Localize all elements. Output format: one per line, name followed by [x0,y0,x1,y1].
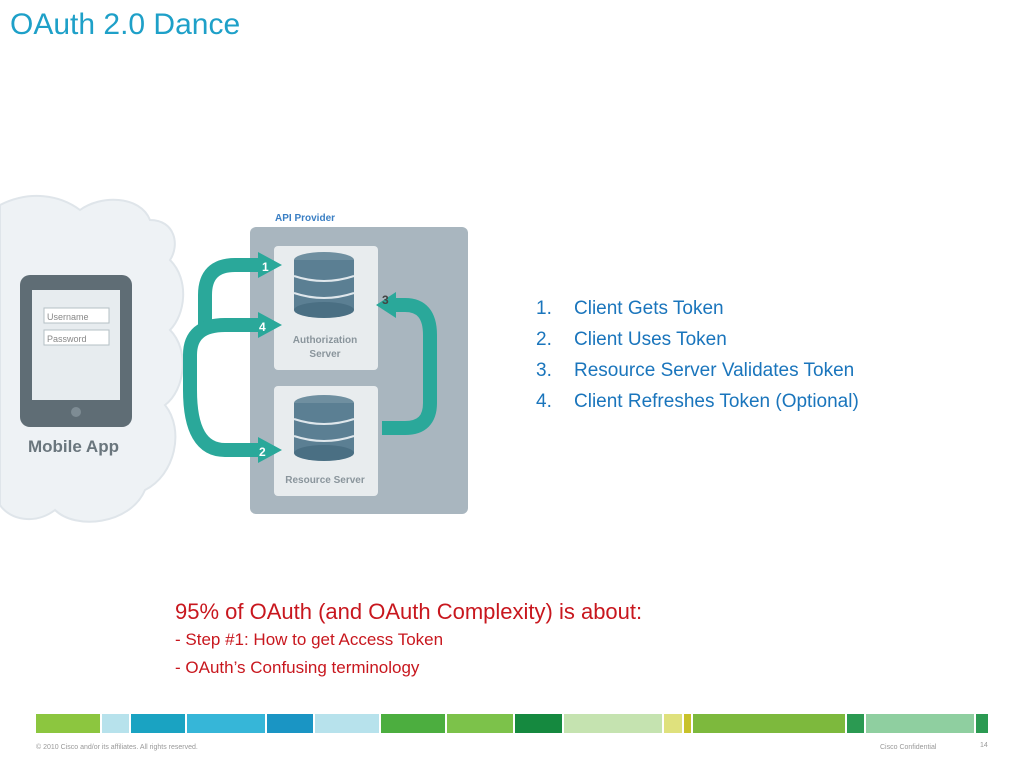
database-icon [293,252,355,318]
step-text: Client Refreshes Token (Optional) [574,391,859,412]
arrow-4 [183,312,282,390]
arrow-label-2: 2 [259,445,266,459]
oauth-diagram: API Provider Authorization Server Resour… [0,194,468,523]
arrow-2 [183,389,282,463]
step-text: Client Uses Token [574,329,727,350]
step-item: 1. Client Gets Token [536,293,859,324]
step-number: 1. [536,298,552,319]
arrow-label-1: 1 [262,260,269,274]
arrow-1 [198,252,282,325]
steps-list: 1.Client Gets Token 2.Client Uses Token … [536,293,859,417]
step-item: 4. Client Refreshes Token (Optional) [536,386,859,417]
confidential-label: Cisco Confidential [880,744,937,751]
password-field-label: Password [47,334,87,344]
authorization-server-label-1: Authorization [293,335,357,346]
database-icon [293,395,355,461]
page-number: 14 [980,742,988,749]
copyright-text: © 2010 Cisco and/or its affiliates. All … [36,744,198,751]
note-line-1: - Step #1: How to get Access Token [175,630,444,649]
mobile-app-label: Mobile App [28,437,119,456]
oauth-complexity-note: 95% of OAuth (and OAuth Complexity) is a… [175,598,642,682]
arrow-3 [376,292,437,435]
arrow-label-3: 3 [382,293,389,307]
authorization-server-label-2: Server [309,349,340,360]
arrow-label-4: 4 [259,320,266,334]
step-text: Resource Server Validates Token [574,360,855,381]
step-number: 2. [536,329,552,350]
resource-server-label: Resource Server [285,475,365,486]
footer-color-bar [36,714,988,733]
note-heading: 95% of OAuth (and OAuth Complexity) is a… [175,599,643,624]
step-item: 2. Client Uses Token [536,324,859,355]
note-line-2: - OAuth’s Confusing terminology [175,658,420,677]
slide-title: OAuth 2.0 Dance [10,8,241,41]
step-number: 4. [536,391,552,412]
step-text: Client Gets Token [574,298,724,319]
api-provider-label: API Provider [275,213,335,224]
username-field-label: Username [47,312,89,322]
step-number: 3. [536,360,552,381]
step-item: 3. Resource Server Validates Token [536,355,859,386]
mobile-device-icon [20,275,132,427]
